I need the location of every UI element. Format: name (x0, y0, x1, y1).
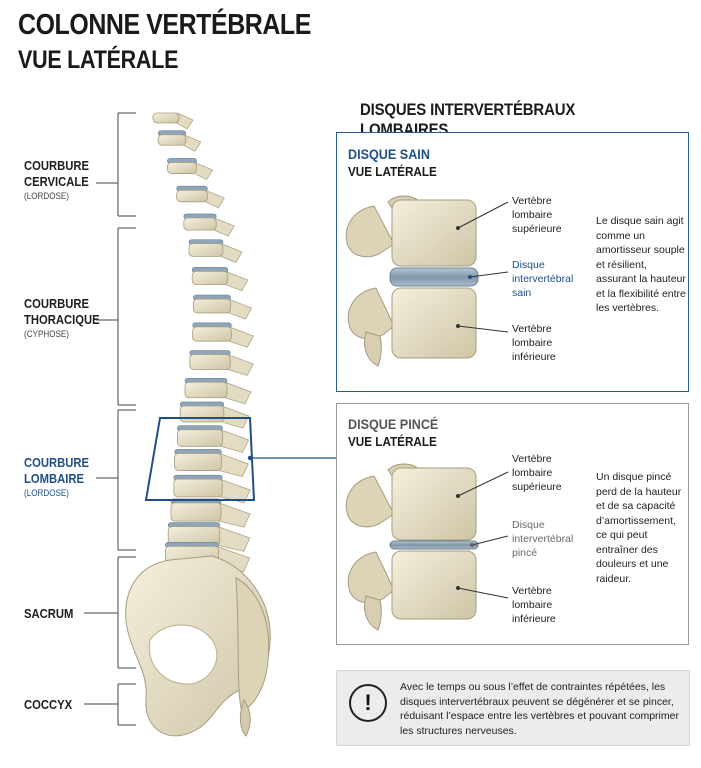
healthy-disc-subtitle: VUE LATÉRALE (348, 164, 437, 179)
pelvis-shape (125, 555, 271, 737)
spine-vertebra (170, 502, 222, 522)
page-title: COLONNE VERTÉBRALE (18, 9, 311, 41)
spine-vertebra (192, 298, 231, 314)
region-label-coccyx: COCCYX (24, 698, 73, 712)
healthy-label-lower-vertebra: Vertèbre lombaire inférieure (512, 323, 556, 363)
spine-process (217, 526, 251, 552)
pinched-label-lower-vertebra: Vertèbre lombaire inférieure (512, 585, 556, 625)
lumbar-highlight-frame (144, 417, 256, 501)
pinched-disc-subtitle: VUE LATÉRALE (348, 434, 437, 449)
healthy-disc-description: Le disque sain agit comme un amortisseur… (596, 215, 686, 314)
region-label-lumbar: COURBURE LOMBAIRE (LORDOSE) (24, 456, 90, 498)
healthy-label-upper-vertebra: Vertèbre lombaire supérieure (512, 195, 562, 235)
spine-vertebra (184, 381, 228, 399)
note-text: Avec le temps ou sous l’effet de contrai… (400, 681, 679, 737)
spine-vertebra (166, 162, 197, 174)
healthy-disc-illustration (345, 195, 509, 367)
pinched-label-disc: Disque intervertébral pincé (512, 519, 574, 559)
spine-vertebra (183, 217, 217, 231)
region-label-thoracic: COURBURE THORACIQUE (CYPHOSE) (24, 297, 100, 339)
page-subtitle: VUE LATÉRALE (18, 46, 179, 74)
spine-process (218, 502, 251, 528)
healthy-disc-title: DISQUE SAIN (348, 146, 430, 162)
spine-process (227, 354, 254, 376)
spine-process (220, 243, 243, 263)
spine-vertebra (176, 429, 223, 447)
spine-process (176, 112, 194, 130)
spine-process (220, 429, 250, 453)
spine-process (219, 452, 249, 477)
spine-process (229, 326, 254, 348)
pinched-disc-illustration (345, 463, 509, 631)
spine-process (213, 217, 235, 237)
spine-vertebra (174, 453, 222, 471)
spine-vertebra (157, 134, 187, 146)
pinched-label-upper-vertebra: Vertèbre lombaire supérieure (512, 453, 562, 493)
spine-vertebra (189, 354, 231, 370)
spine-process (225, 270, 249, 292)
region-label-cervical: COURBURE CERVICALE (LORDOSE) (24, 159, 90, 201)
healthy-label-disc: Disque intervertébral sain (512, 259, 574, 299)
region-label-sacrum: SACRUM (24, 607, 74, 621)
spine-process (183, 134, 202, 152)
spine-process (194, 161, 214, 181)
spine-vertebra (152, 112, 180, 124)
note-box (336, 670, 690, 746)
exclamation-icon: ! (349, 684, 387, 722)
spine-vertebra (188, 243, 224, 257)
spine-vertebra (179, 405, 225, 423)
spine-vertebra (173, 478, 223, 498)
spine-vertebra (192, 326, 232, 342)
spine-process (228, 298, 253, 320)
pinched-disc-title: DISQUE PINCÉ (348, 416, 439, 432)
pinched-disc-description: Un disque pincé perd de la hauteur et de… (596, 471, 682, 585)
spine-vertebra (176, 189, 208, 203)
spine-process (224, 381, 252, 405)
region-brackets (84, 112, 136, 726)
vertebral-column (152, 112, 254, 573)
spine-vertebra (191, 270, 229, 286)
spine-process (205, 189, 225, 209)
